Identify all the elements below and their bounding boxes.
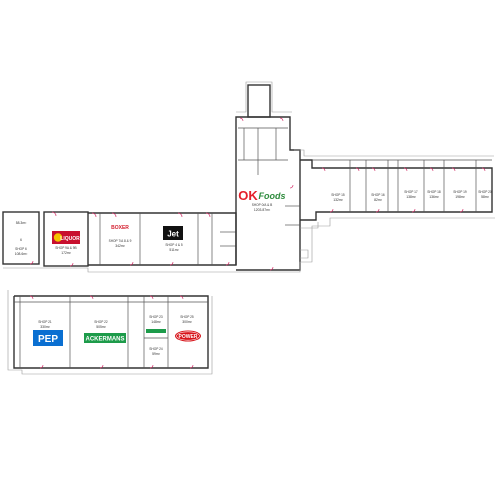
shop-area-east-2: 82m² — [374, 198, 383, 202]
ok-foods-logo: OK Foods — [238, 188, 285, 203]
ok-logo-text: OK — [238, 188, 258, 203]
shop-label-power: SHOP 25 — [180, 315, 194, 319]
shop-label-6: 6 — [20, 238, 22, 242]
power-logo: POWER — [175, 330, 201, 342]
shop-label-23: SHOP 23 — [149, 315, 163, 319]
shop-area-east-4: 136m² — [429, 195, 439, 199]
shop-area-jet: 511m² — [169, 248, 179, 252]
shop-label-east-1: SHOP 15 — [331, 193, 345, 197]
shop-area-small-top-left: 58.3m² — [16, 221, 27, 225]
shop-label-boxer: SHOP 7/A 8 & 9 — [109, 239, 132, 243]
shop-label-pep: SHOP 21 — [38, 320, 52, 324]
shop-area-24: 59m² — [152, 352, 161, 356]
shop-area-ok-foods: 1203.87m² — [254, 208, 271, 212]
shop-label-east-6: SHOP 20 — [478, 190, 492, 194]
shop-area-23: 148m² — [151, 320, 161, 324]
lower-building-walls — [7, 290, 213, 375]
shop-area-power: 300m² — [182, 320, 192, 324]
shop-label-east-5: SHOP 19 — [453, 190, 467, 194]
shop-label-liquor: SHOP 9A & 9B — [55, 246, 76, 250]
boxer-logo: BOXER — [111, 225, 129, 231]
shop-area-east-5: 198m² — [455, 195, 465, 199]
shop-area-ackermans: 505m² — [96, 325, 106, 329]
liquor-logo-text: LIQUOR — [60, 236, 80, 242]
pep-logo-text: PEP — [38, 334, 58, 345]
ackermans-logo-text: ACKERMANS — [86, 337, 125, 343]
shop-area-liquor: 172m² — [61, 251, 71, 255]
foods-logo-text: Foods — [259, 191, 286, 201]
shop-area-east-3: 138m² — [406, 195, 416, 199]
shop-area-east-1: 132m² — [333, 198, 343, 202]
power-logo-text: POWER — [179, 334, 198, 340]
boxer-logo-text: BOXER — [111, 225, 129, 231]
shop-label-east-3: SHOP 17 — [404, 190, 418, 194]
shop-label-ok-foods: SHOP 0/A & B — [252, 203, 273, 207]
shop-area-boxer: 342m² — [115, 244, 125, 248]
shop-area-east-6: 58m² — [481, 195, 490, 199]
door-markers — [29, 117, 486, 369]
shop-23-signage — [146, 329, 166, 333]
shop-label-ackermans: SHOP 22 — [94, 320, 108, 324]
shop-label-24: SHOP 24 — [149, 347, 163, 351]
jet-logo-text: Jet — [167, 230, 179, 239]
shop-label-east-2: SHOP 16 — [371, 193, 385, 197]
liquor-city-logo: LIQUOR — [52, 231, 80, 244]
shop-label-jet: SHOP 4 & 5 — [165, 243, 183, 247]
shop-area-pep: 330m² — [40, 325, 50, 329]
shop-label-small-lower-left: SHOP 6 — [15, 247, 27, 251]
shop-area-small-lower-left: 108.6m² — [15, 252, 28, 256]
pep-logo: PEP — [33, 330, 63, 346]
shop-label-east-4: SHOP 18 — [427, 190, 441, 194]
ackermans-logo: ACKERMANS — [84, 333, 126, 343]
jet-logo: Jet — [163, 226, 183, 240]
upper-building-walls — [2, 81, 495, 273]
shop-labels: SHOP 0/A & B 1203.87m² SHOP 4 & 5 511m² … — [15, 190, 492, 356]
